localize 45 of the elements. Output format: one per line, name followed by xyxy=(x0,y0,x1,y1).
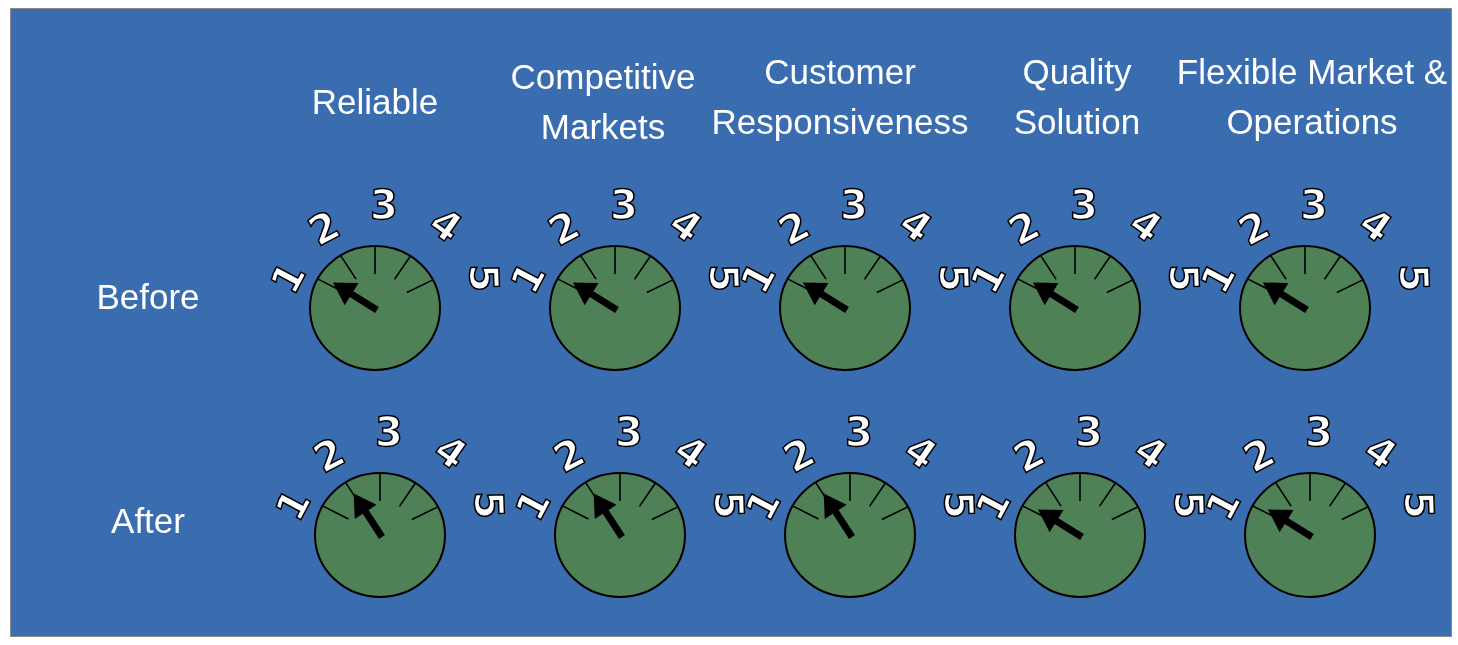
scale-number: 1 xyxy=(263,256,313,300)
scale-number: 4 xyxy=(668,427,714,477)
scale-number: 1 xyxy=(268,483,318,527)
column-heading: Flexible Market & Operations xyxy=(1175,51,1449,143)
scale-number: 5 xyxy=(1398,490,1440,520)
scale-number: 3 xyxy=(610,185,638,225)
scale-number: 4 xyxy=(1128,427,1174,477)
scale-number: 2 xyxy=(302,203,346,253)
scale-number: 2 xyxy=(777,430,821,480)
scale-number: 4 xyxy=(663,200,709,250)
scale-number: 1 xyxy=(508,483,558,527)
scale-number: 3 xyxy=(375,412,403,452)
scale-number: 3 xyxy=(1070,185,1098,225)
scale-number: 2 xyxy=(1232,203,1276,253)
column-heading: Reliable xyxy=(310,81,440,123)
scale-number: 3 xyxy=(370,185,398,225)
scale-number: 4 xyxy=(893,200,939,250)
scale-number: 1 xyxy=(503,256,553,300)
scale-number: 2 xyxy=(1237,430,1281,480)
row-heading: Before xyxy=(95,276,201,318)
column-heading: Customer Responsiveness xyxy=(710,51,970,143)
column-heading: Quality Solution xyxy=(1012,51,1142,143)
scale-number: 4 xyxy=(1358,427,1404,477)
scale-number: 5 xyxy=(463,263,505,293)
scale-number: 3 xyxy=(1305,412,1333,452)
scale-number: 2 xyxy=(1007,430,1051,480)
scale-number: 2 xyxy=(547,430,591,480)
scale-number: 4 xyxy=(1353,200,1399,250)
scale-number: 3 xyxy=(840,185,868,225)
row-heading: After xyxy=(110,500,186,542)
scale-number: 2 xyxy=(542,203,586,253)
column-heading: Competitive Markets xyxy=(509,56,697,148)
scale-number: 4 xyxy=(1123,200,1169,250)
scale-number: 3 xyxy=(845,412,873,452)
scale-number: 3 xyxy=(1075,412,1103,452)
scale-number: 3 xyxy=(1300,185,1328,225)
scale-number: 5 xyxy=(1393,263,1435,293)
scale-number: 2 xyxy=(772,203,816,253)
scale-number: 2 xyxy=(307,430,351,480)
scale-number: 2 xyxy=(1002,203,1046,253)
scale-number: 4 xyxy=(423,200,469,250)
scale-number: 5 xyxy=(468,490,510,520)
scale-number: 4 xyxy=(428,427,474,477)
scale-number: 4 xyxy=(898,427,944,477)
scale-number: 3 xyxy=(615,412,643,452)
